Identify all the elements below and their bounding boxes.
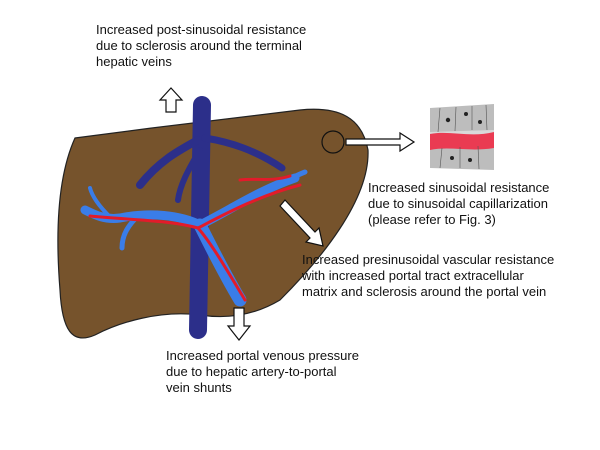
annotation-sinusoidal: Increased sinusoidal resistance due to s… xyxy=(368,180,549,228)
arrow-diagonal-icon xyxy=(279,199,324,247)
sinusoid-inset-icon xyxy=(430,104,494,170)
liver-shape xyxy=(57,108,369,339)
annotation-line: Increased presinusoidal vascular resista… xyxy=(302,252,555,267)
annotation-line: due to hepatic artery-to-portal xyxy=(166,364,337,379)
annotation-line: hepatic veins xyxy=(96,54,172,69)
annotation-line: due to sclerosis around the terminal xyxy=(96,38,302,53)
annotation-line: vein shunts xyxy=(166,380,232,395)
annotation-line: with increased portal tract extracellula… xyxy=(302,268,524,283)
annotation-line: matrix and sclerosis around the portal v… xyxy=(302,284,547,299)
hepatic-artery xyxy=(88,174,302,302)
annotation-line: Increased sinusoidal resistance xyxy=(368,180,550,195)
arrow-down-icon xyxy=(226,307,252,341)
annotation-line: (please refer to Fig. 3) xyxy=(368,212,496,227)
annotation-presinusoidal: Increased presinusoidal vascular resista… xyxy=(302,252,554,300)
arrow-right-icon xyxy=(345,131,416,153)
annotation-line: due to sinusoidal capillarization xyxy=(368,196,548,211)
portal-vein xyxy=(80,169,308,307)
annotation-line: Increased post-sinusoidal resistance xyxy=(96,22,307,37)
magnifier-circle-icon xyxy=(321,130,345,154)
annotation-portal-pressure: Increased portal venous pressure due to … xyxy=(166,348,359,396)
hepatic-vein xyxy=(136,96,286,339)
arrow-up-icon xyxy=(158,87,184,113)
annotation-line: Increased portal venous pressure xyxy=(166,348,359,363)
annotation-post-sinusoidal: Increased post-sinusoidal resistance due… xyxy=(96,22,306,70)
